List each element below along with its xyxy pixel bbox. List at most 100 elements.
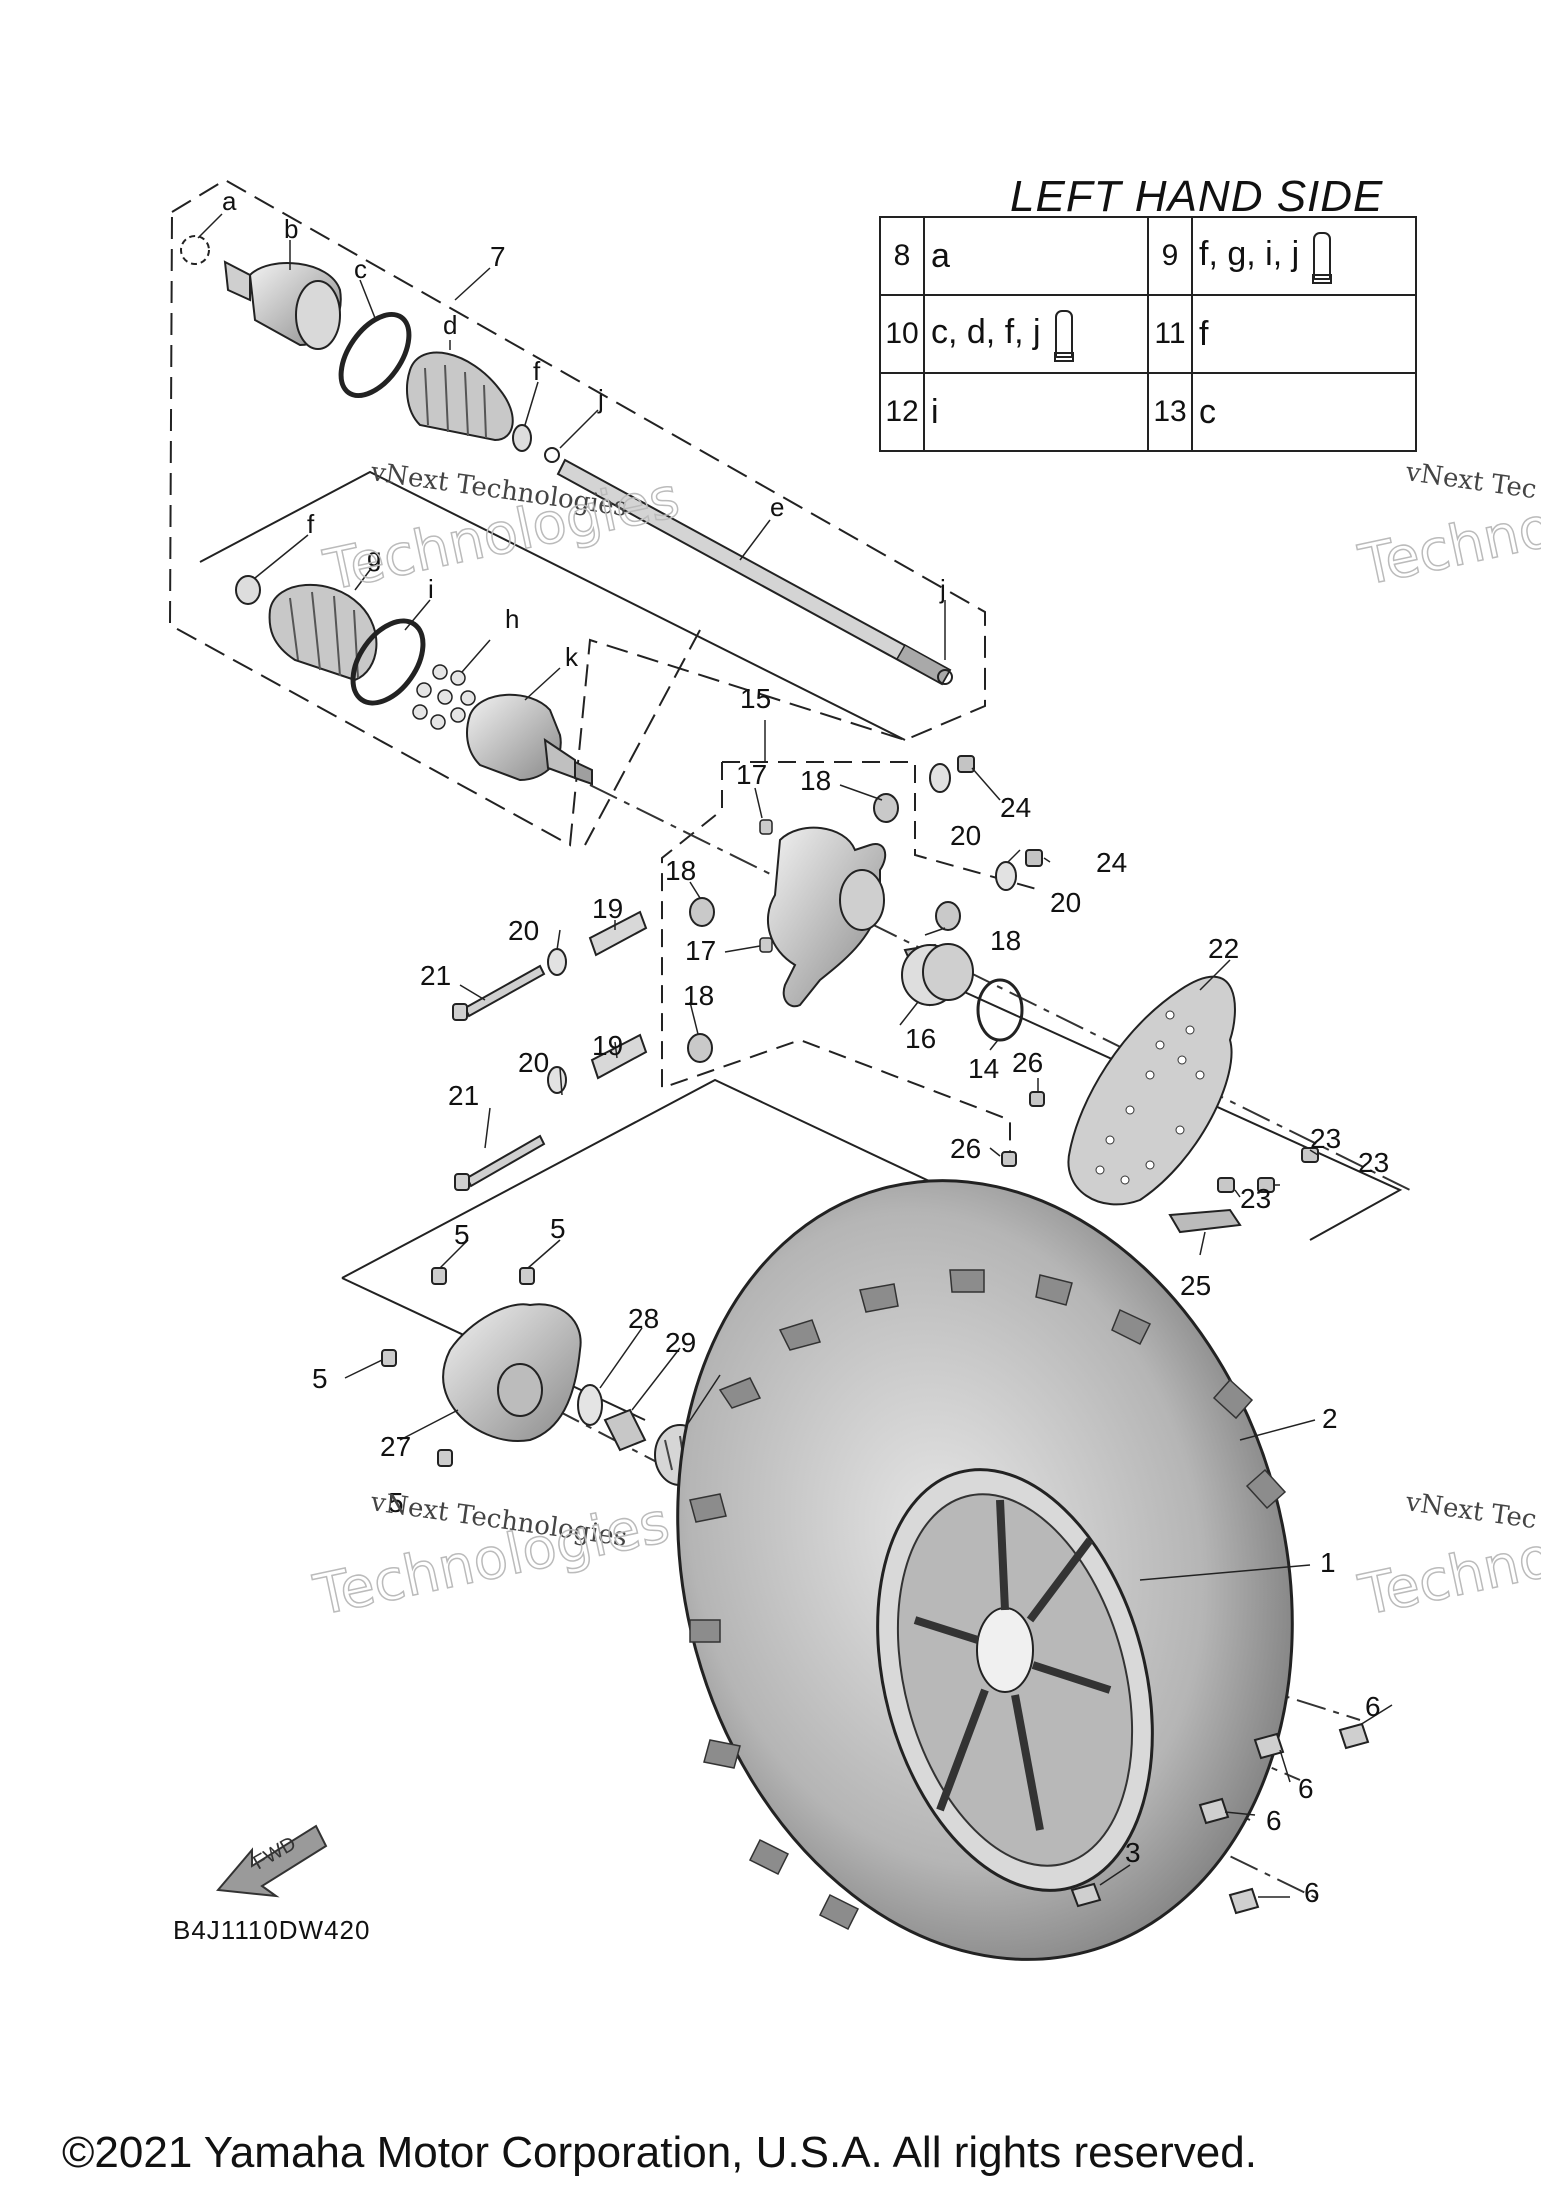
part-19-grease-nipple[interactable] [759,819,773,953]
part-d-outer-boot[interactable] [406,351,514,442]
table-cell-text: c [1199,392,1216,431]
table-cell-num: 11 [1147,294,1193,374]
part-15-axle-nut[interactable] [603,1408,647,1452]
watermark-right-lower-big: Techno [1353,1525,1541,1629]
letter-f-upper: f [533,356,541,386]
callout-15: 29 [665,1327,696,1358]
table-cell-val: c, d, f, j [923,294,1149,374]
callout-25-upper: 24 [1000,792,1031,823]
callout-17: 15 [740,683,771,714]
callout-24-upper: 21 [420,960,451,991]
callout-20-c: 18 [990,925,1021,956]
part-h-balls[interactable] [412,664,476,730]
table-cell-val: a [923,216,1149,296]
table-cell-val: i [923,372,1149,452]
part-23-washer[interactable] [547,763,1017,1094]
part-14-washer[interactable] [577,1384,603,1426]
table-cell-text: a [931,236,950,275]
part-6-lug-nut[interactable] [1198,1722,1370,1915]
part-c-band[interactable] [327,302,422,407]
callout-29-lower: 26 [950,1133,981,1164]
knuckle-group-outline [661,761,1041,1160]
part-20-bushing[interactable] [687,793,961,1063]
table-cell-num: 8 [879,216,925,296]
callout-28: 25 [1180,1270,1211,1301]
part-3-valve[interactable] [1070,1882,1102,1908]
callout-3: 3 [1125,1837,1141,1868]
callout-20-a: 18 [800,765,831,796]
letter-b: b [284,214,298,244]
part-4-hub[interactable] [442,1303,582,1442]
callout-5-d: 5 [388,1487,404,1518]
grease-tube-icon [1312,232,1333,284]
grease-tube-icon [1053,310,1074,362]
table-cell-val: f, g, i, j [1191,216,1417,296]
callout-29-upper: 26 [1012,1047,1043,1078]
watermark-right-upper-text: vNext Tec [1403,457,1538,505]
lubrication-legend-table: 8 a 9 f, g, i, j 10 c, d, f, j 11 f 12 i… [879,216,1417,452]
table-cell-text: f, g, i, j [1199,234,1300,273]
part-21-circlip[interactable] [976,978,1024,1042]
table-cell-val: f [1191,294,1417,374]
letter-f-lower: f [307,509,315,539]
letter-i: i [428,574,434,604]
callout-5-a: 5 [454,1219,470,1250]
callout-6-a: 6 [1365,1691,1381,1722]
diagram-code: B4J1110DW420 [173,1915,371,1945]
table-cell-num: 12 [879,372,925,452]
callout-27-c: 23 [1240,1183,1271,1214]
part-1-wheel-rim[interactable] [834,1439,1196,1922]
callout-5-b: 5 [550,1213,566,1244]
part-24-bolt[interactable] [452,964,546,1191]
callout-6-d: 6 [1304,1877,1320,1908]
letter-e: e [770,492,784,522]
part-28-guard[interactable] [1168,1208,1242,1234]
table-title: LEFT HAND SIDE [1010,172,1384,221]
part-j-circlip-upper[interactable] [544,447,560,463]
part-b-outer-cv-joint[interactable] [223,260,342,350]
letter-c: c [354,254,367,284]
part-k-inner-cv-joint[interactable] [466,693,593,786]
callout-27-b: 23 [1358,1147,1389,1178]
part-j-circlip-lower[interactable] [937,669,953,685]
callout-23-d: 20 [518,1047,549,1078]
part-17-knuckle[interactable] [766,826,887,1008]
callout-21: 14 [968,1053,999,1084]
callout-23-a: 20 [950,820,981,851]
callout-5-c: 5 [312,1363,328,1394]
part-i-band[interactable] [339,608,438,715]
brake-group-outline [959,989,1403,1241]
part-22-spacer[interactable] [588,910,648,1080]
part-29-bolt[interactable] [1001,1091,1045,1167]
letter-j-upper: j [597,384,604,414]
callout-18: 16 [905,1023,936,1054]
part-26-brake-disc[interactable] [1067,975,1236,1206]
callout-22-upper: 19 [592,893,623,924]
leader-lines [197,213,1393,1898]
table-row: 8 a 9 f, g, i, j [879,216,1417,296]
watermark-right-lower-text: vNext Tec [1403,1487,1538,1535]
table-cell-text: i [931,392,939,431]
part-a-circlip[interactable] [180,235,210,265]
fwd-arrow-icon: FWD [216,1824,328,1898]
callout-25-lower: 24 [1096,847,1127,878]
part-25-nut[interactable] [957,755,1043,867]
part-f-small-band-upper[interactable] [512,424,532,452]
table-cell-num: 13 [1147,372,1193,452]
part-27-bolt[interactable] [1217,1147,1319,1193]
letter-callouts: a b c d e f f g h i j j k [222,186,946,672]
table-cell-text: c, d, f, j [931,312,1041,351]
callout-14: 28 [628,1303,659,1334]
callout-7: 7 [490,241,506,272]
part-f-small-band-lower[interactable] [235,575,261,605]
callout-6-b: 6 [1298,1773,1314,1804]
table-cell-num: 10 [879,294,925,374]
part-5-hub-bolt[interactable] [381,1267,535,1467]
callout-22-lower: 19 [592,1030,623,1061]
part-18-bearing[interactable] [901,943,974,1007]
part-g-inner-boot[interactable] [268,584,378,682]
callout-19-upper: 17 [736,759,767,790]
letter-j-lower: j [939,574,946,604]
callout-20-b: 18 [665,855,696,886]
callout-26: 22 [1208,933,1239,964]
